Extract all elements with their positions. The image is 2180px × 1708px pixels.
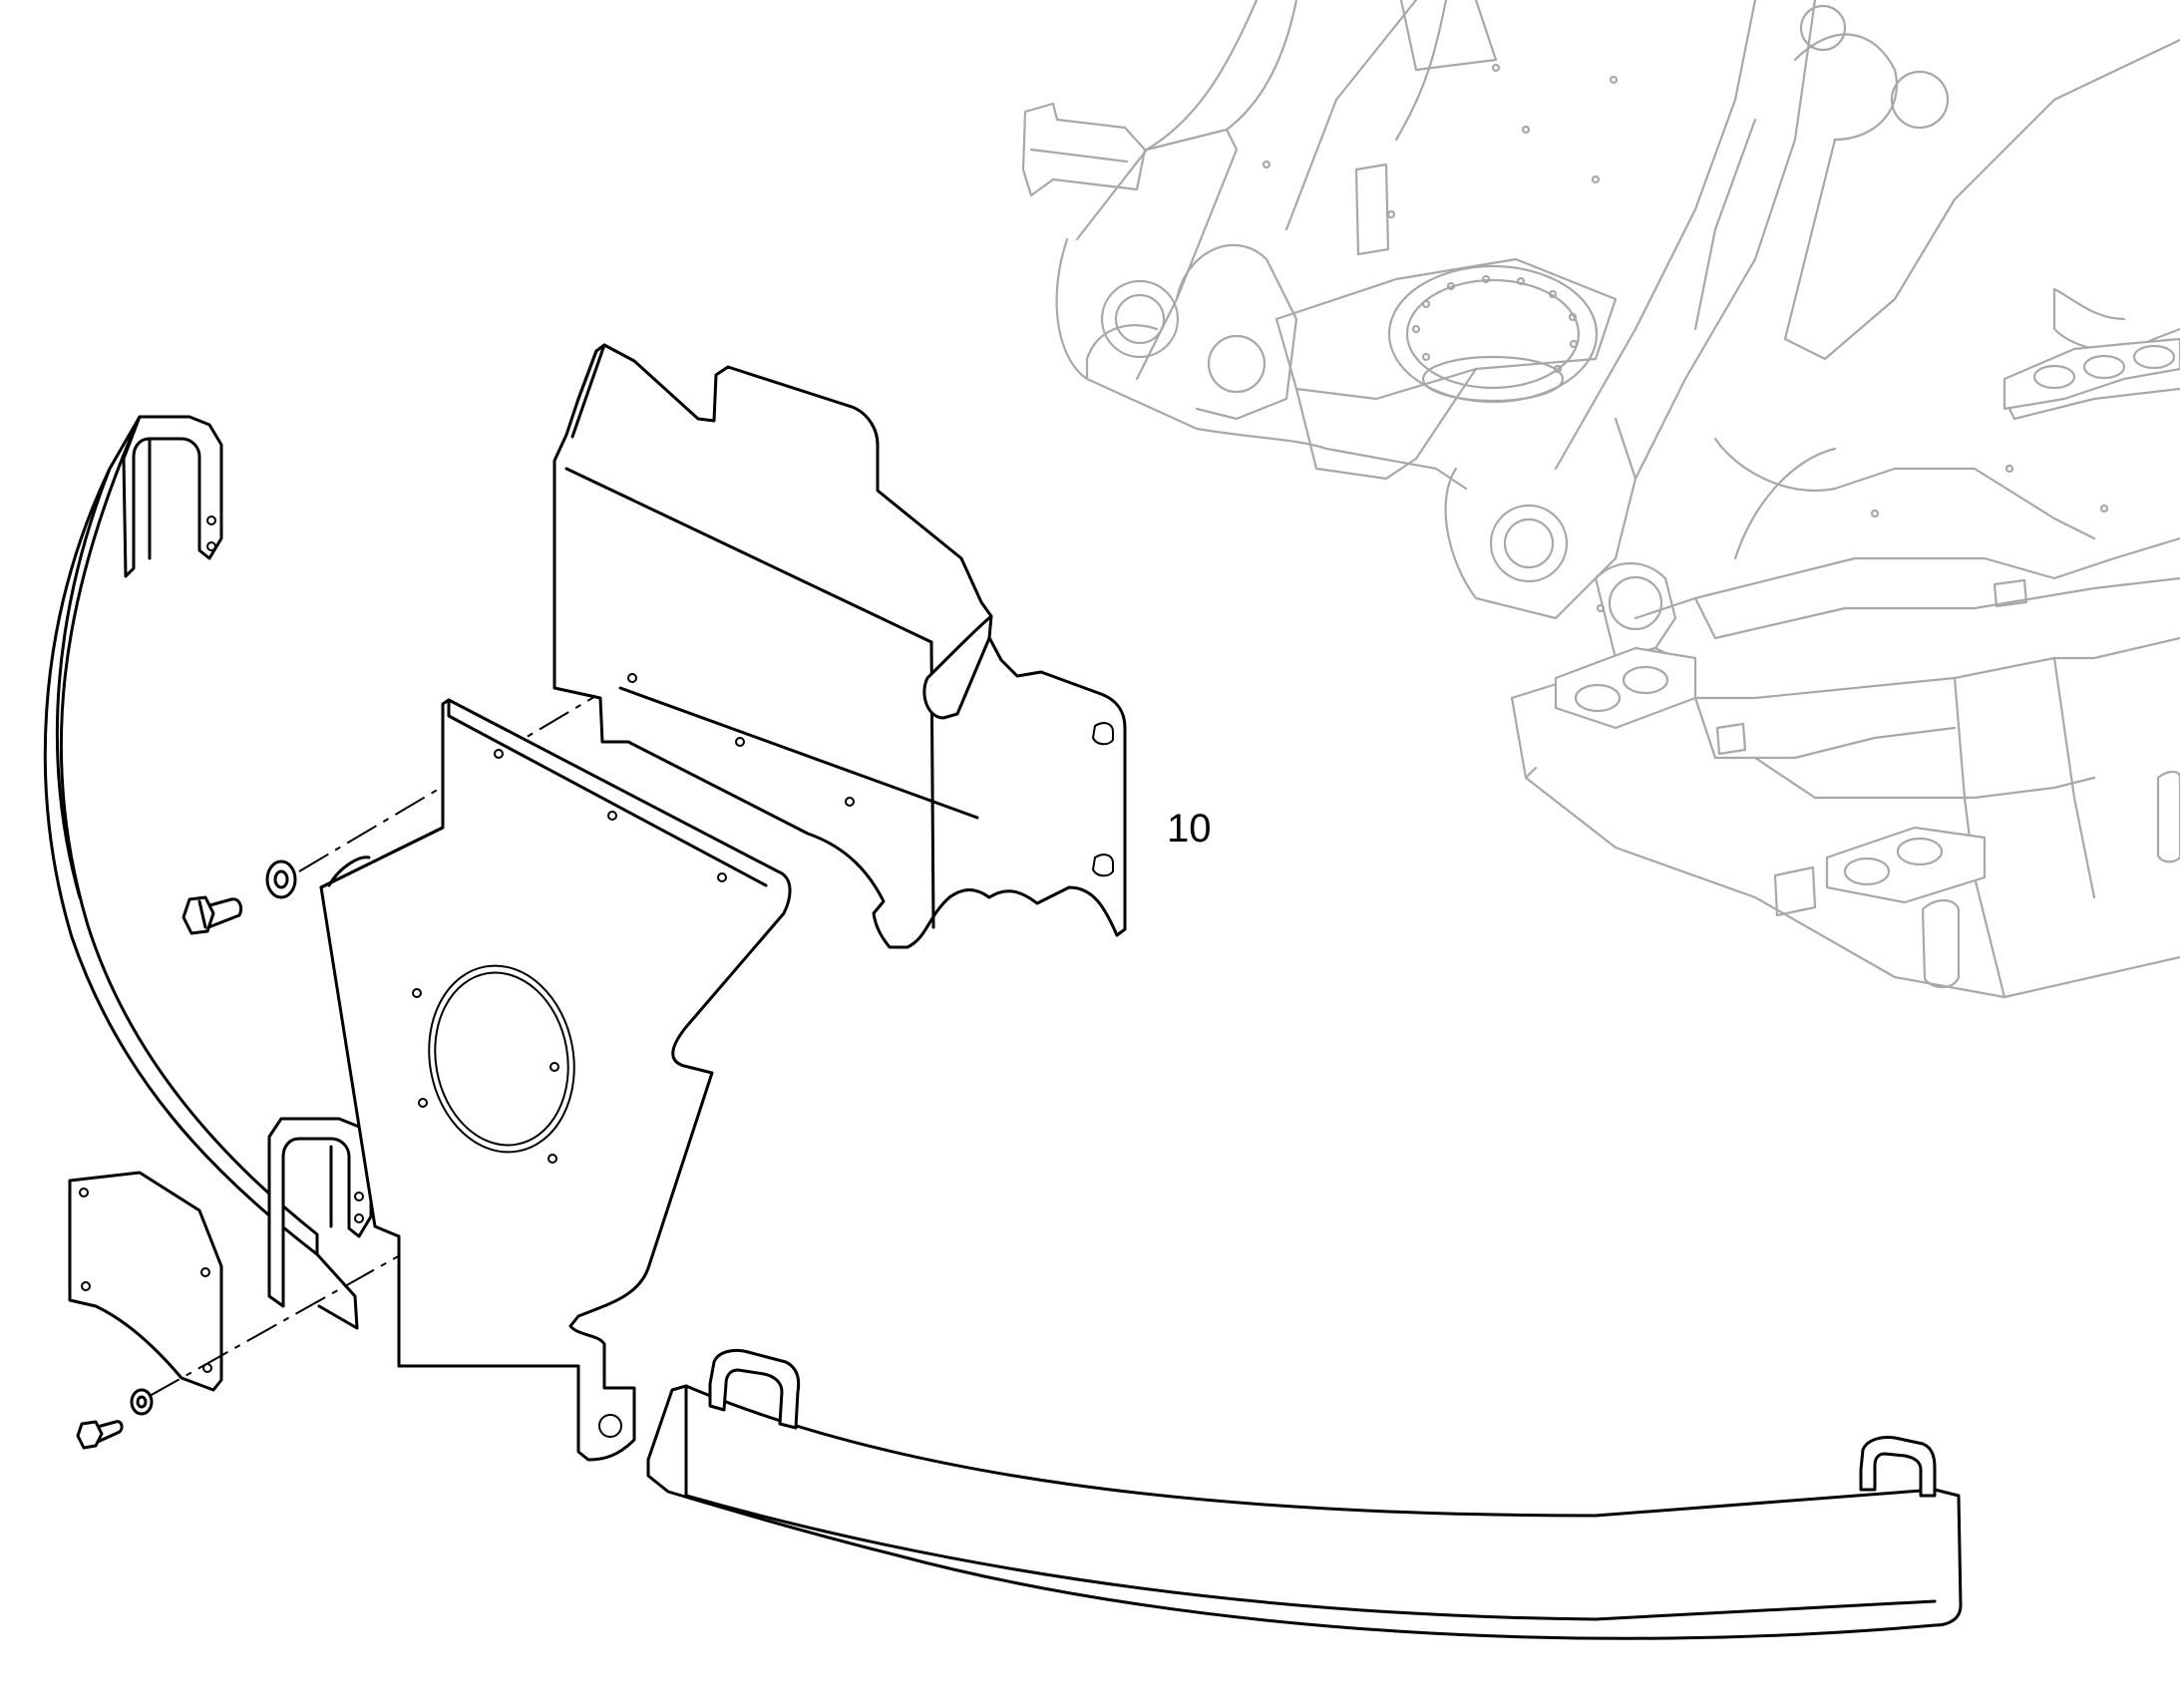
cover-plate [68, 1171, 223, 1392]
bolt-upper [182, 895, 243, 935]
rear-cover-plate-10 [552, 343, 1127, 949]
callout-10: 10 [1167, 807, 1212, 851]
slew-ring-bolts [1411, 274, 1579, 374]
mounting-bracket-plate [319, 698, 792, 1462]
bolt-lower [76, 1420, 124, 1450]
machine-frame-context [1021, 0, 2180, 999]
bottom-curved-guard-strip [646, 1348, 1963, 1640]
washer-lower [130, 1388, 154, 1416]
washer-upper [265, 859, 297, 899]
